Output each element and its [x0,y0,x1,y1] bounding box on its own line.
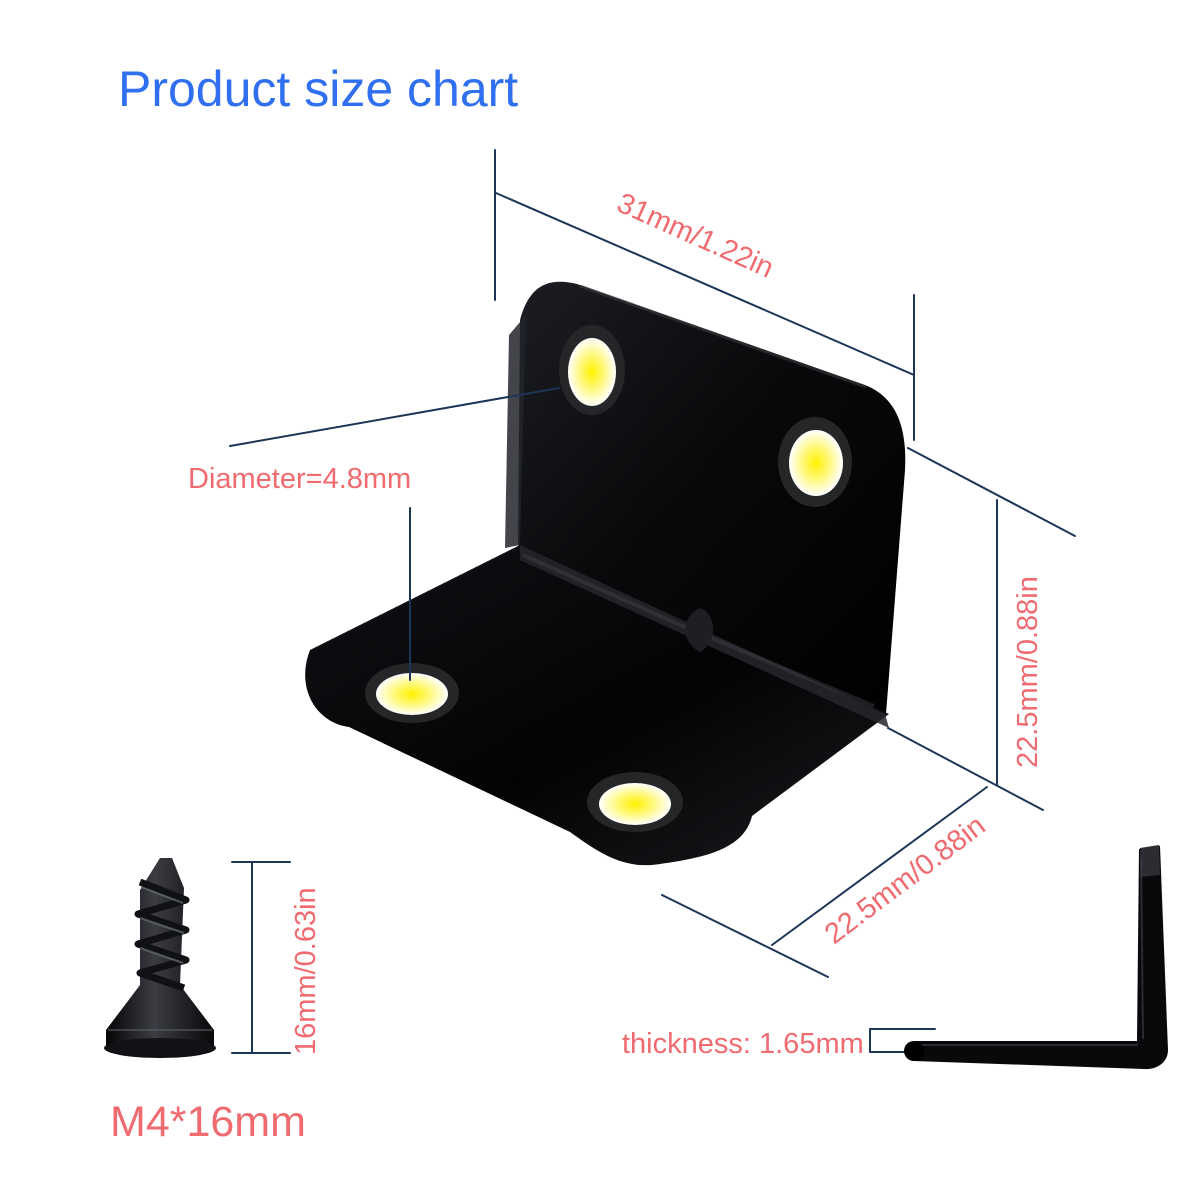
screw-length-label: 16mm/0.63in [290,887,322,1055]
diameter-label: Diameter=4.8mm [188,463,411,495]
mounting-hole [559,325,625,415]
mounting-hole [587,772,683,832]
screw-icon [104,858,216,1058]
l-bracket-icon [305,281,906,866]
thickness-label: thickness: 1.65mm [622,1028,864,1060]
height-label: 22.5mm/0.88in [1012,576,1044,768]
allen-wrench-icon [904,845,1168,1070]
screw-size-label: M4*16mm [110,1098,306,1146]
page-title: Product size chart [118,61,519,117]
width-label: 31mm/1.22in [612,187,778,284]
mounting-hole [778,417,852,507]
mounting-hole [365,663,459,723]
depth-label: 22.5mm/0.88in [819,810,991,951]
